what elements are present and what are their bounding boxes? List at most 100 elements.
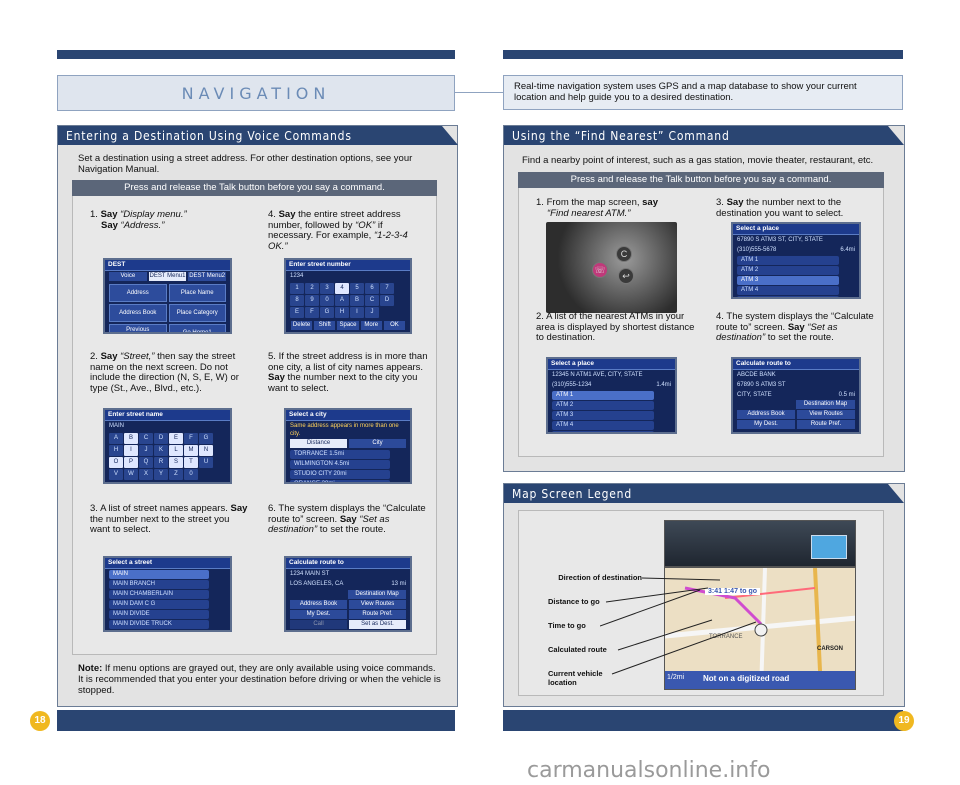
talk-button-banner: Press and release the Talk button before…: [72, 180, 437, 196]
step-text: then say the street name on the next scr…: [90, 351, 239, 394]
step-text: to set the route.: [319, 524, 386, 535]
legend-leader-lines: [600, 577, 757, 675]
list-item: STUDIO CITY 20mi: [290, 470, 390, 479]
talk-button-icon: ☏: [592, 262, 608, 278]
list-item: ATM 2: [737, 266, 839, 275]
step-number: 2.: [90, 351, 98, 362]
dashboard-photo: [664, 520, 856, 567]
keyboard-button: Shift: [133, 483, 154, 484]
route-option: My Dest.: [737, 420, 795, 429]
list-item: WILMINGTON 4.5mi: [290, 460, 390, 469]
say-label: Say: [787, 321, 805, 333]
page-number-left: 18: [30, 711, 50, 731]
list-item: ORANGE 28mi: [290, 480, 390, 482]
step-text: to set the route.: [767, 332, 834, 343]
keyboard-buttons: DeleteShiftSpaceMoreList: [105, 482, 230, 484]
step-text: If the street address is in more than on…: [268, 351, 428, 373]
legend-label-distance: Distance to go: [548, 597, 600, 606]
menu-item: Place Name: [168, 284, 226, 302]
dest-menu-screen: DEST Voice DEST Menu1 DEST Menu2 Address…: [103, 258, 232, 334]
key: H: [335, 307, 349, 318]
step-number: 3.: [90, 503, 98, 514]
find-step-3: 3. Say the number next to the destinatio…: [716, 197, 876, 219]
map-street-label: TORRANCE: [709, 634, 743, 640]
list-item: MAIN DIVIDE: [109, 610, 209, 619]
step-1: 1. Say “Display menu.” Say “Address.”: [90, 209, 250, 231]
step-number: 4.: [268, 209, 276, 220]
select-place-screen-1: Select a place 12345 N ATM1 AVE, CITY, S…: [546, 357, 677, 434]
route-option: View Routes: [797, 410, 855, 419]
route-address: 67890 S ATM3 ST: [737, 382, 786, 388]
select-city-screen: Select a city Same address appears in mo…: [284, 408, 412, 484]
route-option: View Routes: [349, 600, 406, 609]
list-item: ATM 1: [737, 256, 839, 265]
step-number: 2.: [536, 311, 544, 322]
step-number: 6.: [268, 503, 276, 514]
voice-command: “OK”: [355, 219, 376, 231]
route-city: CITY, STATE: [737, 392, 772, 398]
voice-intro: Set a destination using a street address…: [78, 153, 413, 175]
route-option: My Dest.: [290, 610, 347, 619]
key: 7: [380, 283, 394, 294]
place-distance: 1.4mi: [656, 382, 671, 388]
list-item: ATM 4: [737, 286, 839, 295]
key: 0: [184, 469, 198, 480]
list-item: ATM 4: [552, 421, 654, 430]
keyboard-button: Space: [157, 483, 178, 484]
key: F: [184, 433, 198, 444]
key: N: [199, 445, 213, 456]
step-text: The system displays the “Calculate route…: [268, 503, 426, 525]
list-item: MAIN DIVIDE TRUCK: [109, 620, 209, 629]
step-text: From the map screen,: [546, 197, 640, 208]
find-step-2: 2. A list of the nearest ATMs in your ar…: [536, 311, 696, 344]
list-item: MAIN BRANCH: [109, 580, 209, 589]
place-address: 67890 S ATM3 ST, CITY, STATE: [737, 237, 823, 243]
screen-tab: DEST Menu2: [188, 272, 227, 281]
key: B: [350, 295, 364, 306]
key: W: [124, 469, 138, 480]
route-city: LOS ANGELES, CA: [290, 581, 344, 587]
say-label: Say: [101, 219, 118, 231]
screen-title: Select a street: [105, 558, 230, 569]
key: I: [350, 307, 364, 318]
screen-title: Select a place: [733, 224, 859, 235]
top-rule-right: [503, 50, 903, 59]
sort-tab: Distance: [290, 439, 347, 448]
say-label: Say: [278, 209, 296, 220]
keyboard-button: List: [204, 483, 225, 484]
list-item: ATM 5: [737, 296, 839, 297]
keyboard-button: More: [180, 483, 201, 484]
section-heading-find: Using the “Find Nearest” Command: [504, 126, 904, 145]
screen-title: Select a place: [548, 359, 675, 370]
key: L: [169, 445, 183, 456]
key: J: [139, 445, 153, 456]
screen-highlight: [811, 535, 847, 559]
key: D: [380, 295, 394, 306]
key: A: [109, 433, 123, 444]
key: Y: [154, 469, 168, 480]
select-place-screen-2: Select a place 67890 S ATM3 ST, CITY, ST…: [731, 222, 861, 299]
screen-tab: DEST Menu1: [148, 272, 187, 281]
menu-item: Go Home1: [168, 324, 226, 332]
screen-title: Calculate route to: [733, 359, 859, 370]
key: E: [169, 433, 183, 444]
step-text: A list of the nearest ATMs in your area …: [536, 311, 695, 343]
say-label: Say: [339, 513, 357, 525]
voice-command: “1-2-3-4 OK.”: [268, 230, 408, 252]
step-text: the number next to the destination you w…: [716, 197, 844, 219]
screen-title: Select a city: [286, 410, 410, 421]
route-option: Address Book: [290, 600, 347, 609]
voice-command: “Street,”: [120, 351, 155, 362]
route-option: Call: [290, 620, 347, 629]
say-label: Say: [726, 197, 744, 208]
key: A: [335, 295, 349, 306]
navigation-header: NAVIGATION: [57, 75, 455, 111]
route-option: Route Pref.: [349, 610, 406, 619]
bottom-rule-left: [57, 710, 455, 731]
map-city-label: CARSON: [817, 646, 844, 652]
voice-command: “Set as destination”: [716, 321, 838, 343]
